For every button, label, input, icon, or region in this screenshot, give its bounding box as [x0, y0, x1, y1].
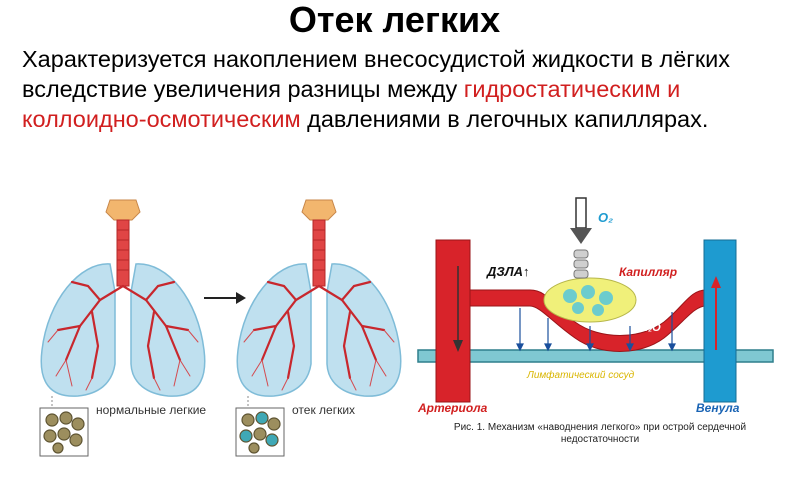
normal-alveoli-inset	[39, 396, 89, 457]
venule-label: Венула	[696, 401, 740, 415]
lymph-vessel-label: Лимфатический сосуд	[526, 369, 635, 381]
capillary-diagram: O₂	[417, 197, 774, 403]
h2o-right-label: H₂O	[640, 322, 661, 334]
arrow-right-icon	[204, 292, 246, 304]
venule-flow-arrow-icon	[711, 276, 721, 288]
edema-lungs-illustration	[236, 198, 402, 398]
description-text: Характеризуется накоплением внесосудисто…	[22, 44, 772, 168]
oxygen-capsule	[573, 249, 589, 259]
oxygen-arrow-icon	[570, 197, 592, 244]
figure-caption: Рис. 1. Механизм «наводнения легкого» пр…	[453, 422, 747, 445]
arteriole-label: Артериола	[417, 401, 488, 415]
edema-lungs-label: отек легких	[292, 403, 355, 417]
capillary-label: Капилляр	[619, 265, 677, 279]
description-part1: Характеризуется накоплением внесосудисто…	[22, 46, 731, 102]
edema-alveoli-inset	[235, 396, 285, 457]
arteriole-vessel	[435, 239, 471, 403]
normal-lungs-label: нормальные легкие	[96, 403, 206, 417]
arteriole-flow-arrow-icon	[453, 340, 463, 352]
alveolar-fluid	[543, 277, 637, 323]
fluid-flow-arrows	[516, 308, 676, 352]
normal-lungs-illustration	[40, 198, 206, 398]
lymph-vessel	[417, 349, 774, 363]
h2o-left-label: H₂O	[488, 322, 509, 334]
dzla-label: ДЗЛА↑	[486, 264, 530, 279]
oxygen-label: O₂	[598, 210, 613, 225]
description-highlight: гидростатическим и коллоидно-осмотически…	[22, 76, 681, 132]
page-title: Отек легких	[288, 0, 501, 40]
venule-vessel	[703, 239, 737, 403]
description-part2: давлениями в легочных капиллярах.	[300, 106, 709, 132]
